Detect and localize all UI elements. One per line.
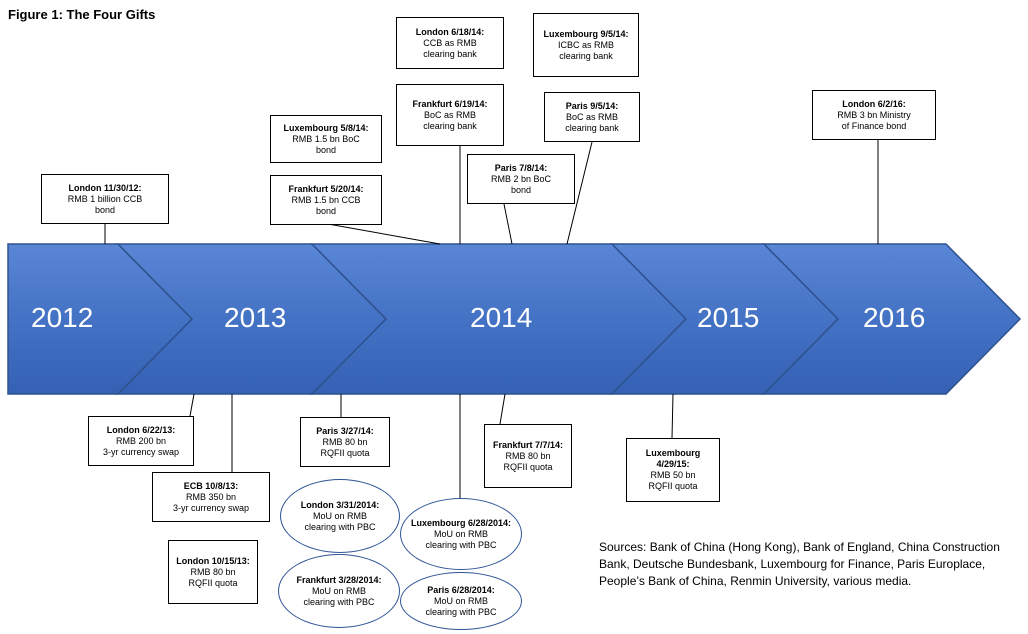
event-box-paris-7-8-14: Paris 7/8/14: RMB 2 bn BoC bond bbox=[467, 154, 575, 204]
event-box-ecb-10-8-13: ECB 10/8/13: RMB 350 bn 3-yr currency sw… bbox=[152, 472, 270, 522]
event-box-luxembourg-4-29-15: Luxembourg 4/29/15: RMB 50 bn RQFII quot… bbox=[626, 438, 720, 502]
event-box-frankfurt-5-20-14: Frankfurt 5/20/14: RMB 1.5 bn CCB bond bbox=[270, 175, 382, 225]
event-box-london-2012: London 11/30/12: RMB 1 billion CCB bond bbox=[41, 174, 169, 224]
year-label-2015: 2015 bbox=[697, 302, 760, 333]
event-box-luxembourg-9-5-14: Luxembourg 9/5/14: ICBC as RMB clearing … bbox=[533, 13, 639, 77]
event-box-london-6-22-13: London 6/22/13: RMB 200 bn 3-yr currency… bbox=[88, 416, 194, 466]
event-oval-london-3-31-2014: London 3/31/2014: MoU on RMB clearing wi… bbox=[280, 479, 400, 553]
event-oval-frankfurt-3-28-2014: Frankfurt 3/28/2014: MoU on RMB clearing… bbox=[278, 554, 400, 628]
event-box-london-10-15-13: London 10/15/13: RMB 80 bn RQFII quota bbox=[168, 540, 258, 604]
event-box-frankfurt-7-7-14: Frankfurt 7/7/14: RMB 80 bn RQFII quota bbox=[484, 424, 572, 488]
event-oval-luxembourg-6-28-2014: Luxembourg 6/28/2014: MoU on RMB clearin… bbox=[400, 498, 522, 570]
event-box-frankfurt-6-19-14: Frankfurt 6/19/14: BoC as RMB clearing b… bbox=[396, 84, 504, 146]
event-box-paris-9-5-14: Paris 9/5/14: BoC as RMB clearing bank bbox=[544, 92, 640, 142]
event-box-luxembourg-5-8-14: Luxembourg 5/8/14: RMB 1.5 bn BoC bond bbox=[270, 115, 382, 163]
year-label-2014: 2014 bbox=[470, 302, 533, 333]
event-oval-paris-6-28-2014: Paris 6/28/2014: MoU on RMB clearing wit… bbox=[400, 572, 522, 630]
sources-note: Sources: Bank of China (Hong Kong), Bank… bbox=[599, 540, 1000, 588]
year-label-2016: 2016 bbox=[863, 302, 926, 333]
event-box-london-6-18-14: London 6/18/14: CCB as RMB clearing bank bbox=[396, 17, 504, 69]
year-label-2013: 2013 bbox=[224, 302, 287, 333]
year-label-2012: 2012 bbox=[31, 302, 94, 333]
figure-title: Figure 1: The Four Gifts bbox=[8, 7, 156, 22]
event-box-paris-3-27-14: Paris 3/27/14: RMB 80 bn RQFII quota bbox=[300, 417, 390, 467]
arrow-2016 bbox=[762, 243, 1022, 395]
event-box-london-6-2-16: London 6/2/16: RMB 3 bn Ministry of Fina… bbox=[812, 90, 936, 140]
